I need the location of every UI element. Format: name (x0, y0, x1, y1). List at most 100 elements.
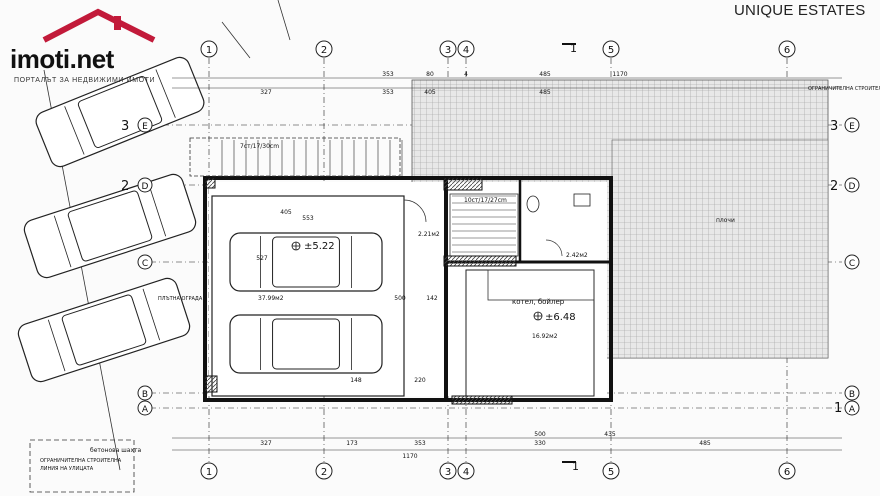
building-line-note: ОГРАНИЧИТЕЛНА СТРОИТЕЛНА ЛИНИЯ (808, 86, 880, 92)
hall-area-label: 16.92м2 (532, 333, 558, 340)
garage-dimension: 405 (280, 209, 292, 216)
garage-dimension: 500 (394, 295, 406, 302)
car-rear-window (142, 288, 161, 341)
fence-note: ПЛЪТНА ОГРАДА (158, 296, 203, 302)
terrace-paving-east (611, 139, 829, 359)
axis-bubble-bottom (602, 462, 620, 480)
garage-car-bottom (229, 314, 383, 374)
street-line-note: ЛИНИЯ НА УЛИЦАТА (40, 466, 94, 472)
right-index-number: 2 (830, 179, 838, 194)
axis-bubble-bottom (457, 462, 475, 480)
axis-label-bottom: 5 (608, 467, 614, 478)
axis-label-left: B (142, 390, 148, 400)
axis-bubble-right (844, 400, 860, 416)
axis-bubble-left (137, 385, 153, 401)
axis-bubble-right (844, 117, 860, 133)
right-index-number: 1 (834, 401, 842, 416)
toilet-icon (526, 195, 540, 213)
boiler-room (487, 269, 595, 301)
car-windshield (53, 215, 72, 268)
axis-label-right: E (849, 122, 855, 132)
axis-bubble-left (137, 400, 153, 416)
axis-bubble-bottom (778, 462, 796, 480)
terrace-label: плочи (716, 217, 735, 224)
imoti-logo: imoti.net ПОРТАЛЪТ ЗА НЕДВИЖИМИ ИМОТИ (4, 6, 174, 86)
axis-label-bottom: 3 (445, 467, 451, 478)
column-block (204, 177, 216, 189)
axis-bubble-top (778, 40, 796, 58)
dimension-top-row2: 327 (260, 89, 272, 96)
axis-label-bottom: 4 (463, 467, 469, 478)
entrance-canopy (189, 137, 401, 177)
dimension-top: 1170 (612, 71, 627, 78)
car-body (23, 173, 197, 279)
axis-bubble-top (602, 40, 620, 58)
street-line-note: ОГРАНИЧИТЕЛНА СТРОИТЕЛНА (40, 458, 122, 464)
axis-label-top: 6 (784, 45, 790, 56)
axis-bubble-top (439, 40, 457, 58)
house-roof-icon (42, 8, 156, 43)
dimension-bottom: 173 (346, 440, 358, 447)
dimension-bottom: 485 (699, 440, 711, 447)
axis-bubble-top (200, 40, 218, 58)
car-rear-window (155, 69, 176, 118)
axis-label-top: 3 (445, 45, 451, 56)
axis-bubble-bottom (439, 462, 457, 480)
stair-top-note: 7ст/17/30cm (240, 143, 279, 150)
axis-label-left: E (142, 122, 148, 132)
garage-dimension: 220 (414, 377, 426, 384)
axis-label-top: 2 (321, 45, 327, 56)
garage-dimension: 142 (426, 295, 438, 302)
logo-word: imoti.net (10, 44, 114, 74)
dimension-bottom-row2: 435 (604, 431, 616, 438)
garage-level-label: ±5.22 (304, 241, 335, 252)
axis-bubble-right (844, 177, 860, 193)
dimension-top: 353 (382, 71, 394, 78)
level-marker-cross (534, 312, 542, 320)
car-rear-window (148, 184, 167, 237)
parked-car-middle (23, 173, 197, 279)
car-roof (272, 236, 340, 288)
level-marker-cross (292, 242, 300, 250)
car-roof (67, 190, 153, 262)
garage-dimension: 553 (302, 215, 314, 222)
door-swing (403, 199, 427, 223)
garage-dimension: 527 (256, 255, 268, 262)
section-arrows (562, 43, 576, 463)
column-block (443, 255, 517, 267)
dimension-bottom-row2: 500 (534, 431, 546, 438)
column-block (451, 395, 513, 405)
axis-label-right: C (849, 259, 855, 269)
building-outline (29, 0, 829, 493)
stair-note: 10ст/17/27cm (464, 197, 507, 204)
boiler-room-label: котел, бойлер (512, 298, 565, 306)
concrete-shaft-label: бетонова шахта (90, 447, 141, 454)
dimension-bottom: 327 (260, 440, 272, 447)
car-roof (61, 294, 147, 366)
room-labels: ±5.2237.99м2±6.4816.92м22.42м22.21м210ст… (40, 86, 880, 472)
site-boundary (221, 0, 291, 59)
axis-bubble-top (315, 40, 333, 58)
car-windshield (47, 319, 66, 372)
car-body (17, 277, 191, 383)
axis-label-left: A (142, 405, 149, 415)
axis-bubble-left (137, 254, 153, 270)
axis-label-bottom: 1 (206, 467, 212, 478)
axis-label-bottom: 2 (321, 467, 327, 478)
door-swing (545, 239, 563, 257)
axis-bubble-right (844, 385, 860, 401)
dimension-top: 4 (464, 71, 468, 78)
dimension-bottom: 330 (534, 440, 546, 447)
axis-bubble-right (844, 254, 860, 270)
section-mark-top: 1 (570, 42, 577, 55)
wc-area-label: 2.42м2 (566, 252, 588, 259)
axis-label-right: B (849, 390, 855, 400)
garage-room (211, 195, 405, 397)
outer-walls (203, 176, 613, 402)
axis-bubble-left (137, 177, 153, 193)
garage-car-top (229, 232, 383, 292)
garage-dimension: 148 (350, 377, 362, 384)
